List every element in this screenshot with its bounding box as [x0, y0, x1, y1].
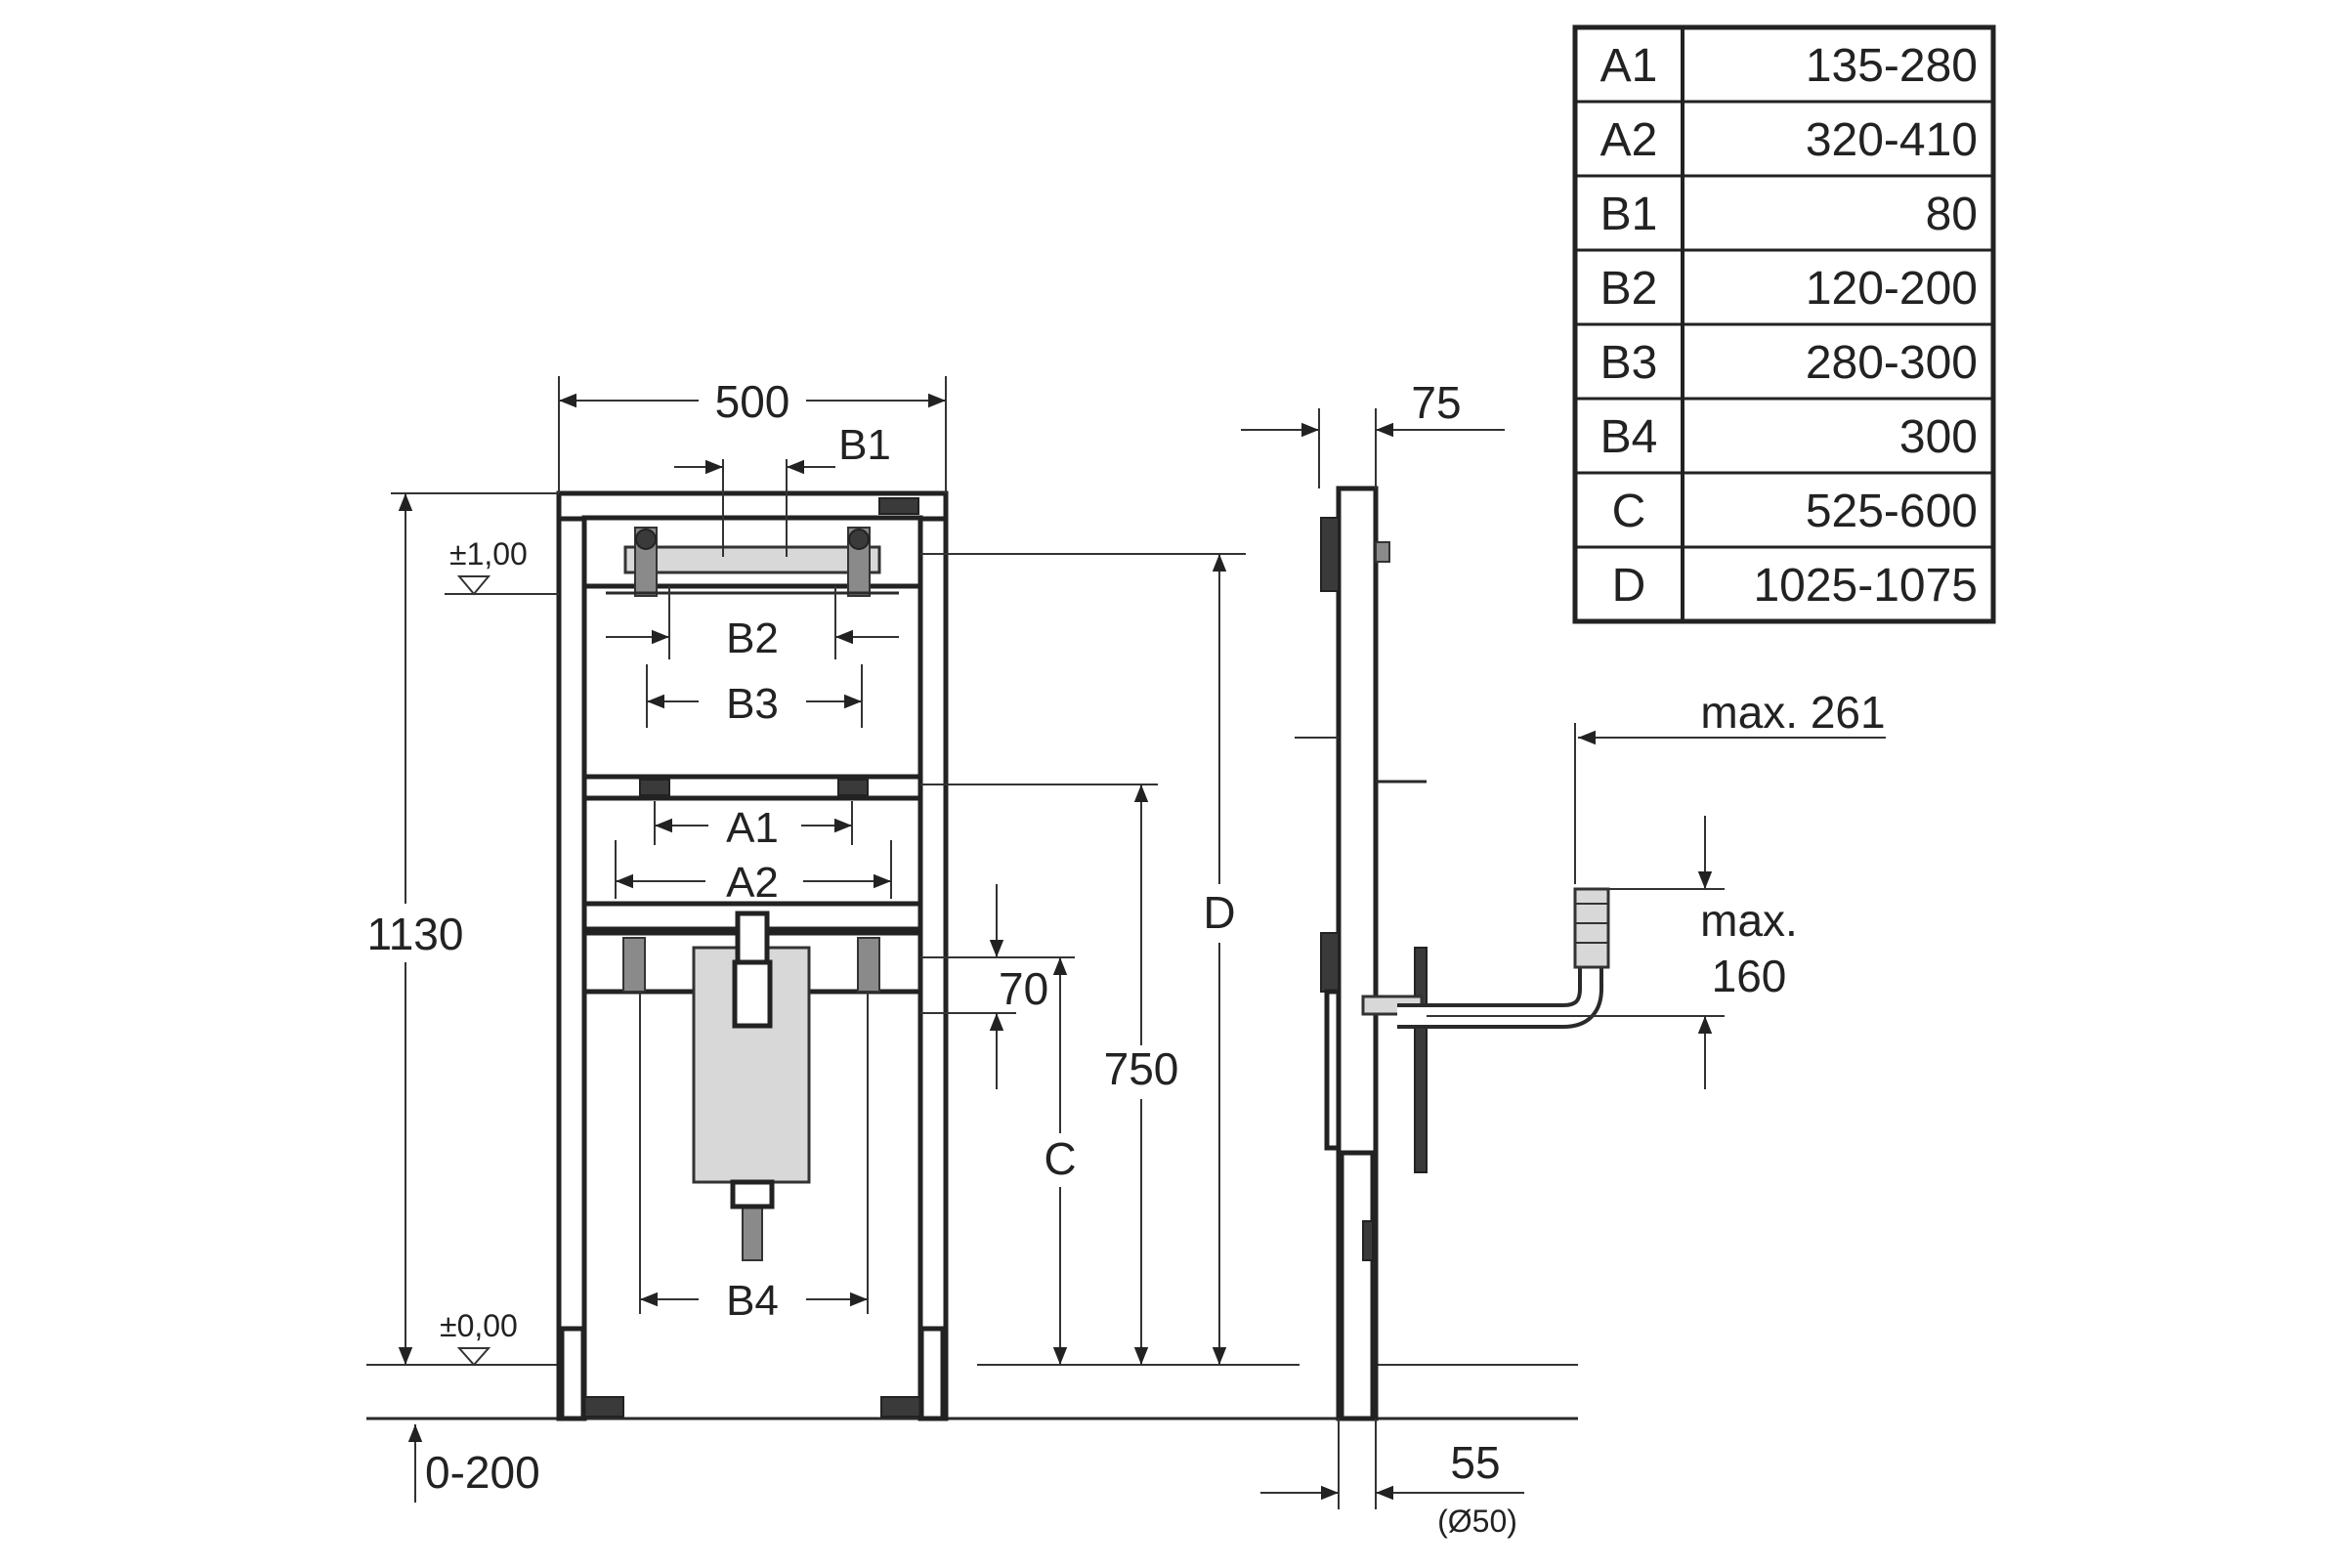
table-row-value: 80	[1926, 189, 1978, 240]
table-row-key: C	[1612, 486, 1646, 537]
b1-label: B1	[838, 421, 891, 469]
table-row-value: 1025-1075	[1753, 560, 1978, 612]
max160-label-line2: 160	[1712, 951, 1787, 1001]
width-500-label: 500	[715, 376, 790, 427]
d-label: D	[1203, 887, 1235, 938]
side-55-label: 55	[1450, 1437, 1500, 1488]
a1-label: A1	[726, 804, 779, 852]
side-75-label: 75	[1411, 377, 1461, 428]
table-row-key: B4	[1600, 411, 1658, 463]
front-frame	[556, 490, 949, 1421]
table-row-value: 300	[1899, 411, 1978, 463]
level-top-label: ±1,00	[449, 536, 528, 572]
a2-label: A2	[726, 859, 779, 907]
floor-lines	[366, 1364, 1578, 1420]
table-row-value: 280-300	[1806, 337, 1978, 389]
table-row-key: A2	[1600, 114, 1658, 166]
b2-label: B2	[726, 614, 779, 662]
table-row-value: 320-410	[1806, 114, 1978, 166]
side-diameter-label: (Ø50)	[1437, 1504, 1517, 1539]
table-row-key: A1	[1600, 40, 1658, 92]
table-row-key: B3	[1600, 337, 1658, 389]
side-dimensions: 75 55 (Ø50) max. 261 max. 160	[1241, 377, 1886, 1539]
table-row-key: B2	[1600, 263, 1658, 315]
side-frame	[1295, 486, 1610, 1421]
max261-label: max. 261	[1700, 687, 1885, 738]
table-row-key: D	[1612, 560, 1646, 612]
height-1130-label: 1130	[367, 909, 464, 959]
b4-label: B4	[726, 1277, 779, 1325]
table-row-value: 120-200	[1806, 263, 1978, 315]
table-row-key: B1	[1600, 189, 1658, 240]
max160-label-line1: max.	[1700, 895, 1798, 946]
b3-label: B3	[726, 680, 779, 728]
h70-label: 70	[999, 963, 1048, 1014]
level-zero-label: ±0,00	[440, 1308, 518, 1343]
table-row-value: 525-600	[1806, 486, 1978, 537]
h750-label: 750	[1104, 1043, 1179, 1094]
table-row-value: 135-280	[1806, 40, 1978, 92]
c-label: C	[1044, 1133, 1076, 1184]
floor-range-label: 0-200	[425, 1447, 540, 1498]
front-dimensions: 500 B1 B2 B3 A1 A2 B	[367, 376, 1246, 1503]
